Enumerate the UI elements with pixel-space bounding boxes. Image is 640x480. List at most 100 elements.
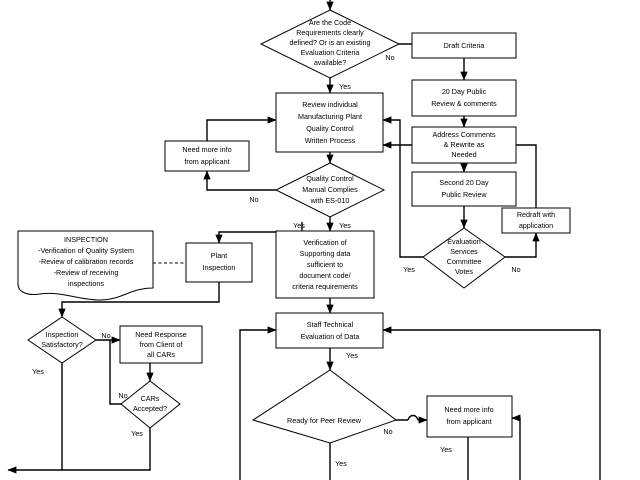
node-review-process-line-3: Written Process [305, 136, 356, 145]
node-code-req-line-4: available? [314, 58, 346, 67]
edge-qc-no [203, 170, 276, 191]
node-need-response-line-0: Need Response [135, 330, 187, 339]
node-redraft-line-1: application [519, 221, 553, 230]
node-review-process-line-1: Manufacturing Plant [298, 112, 362, 121]
node-need-info-top[interactable]: Need more info from applicant [164, 140, 250, 172]
node-review-process-line-0: Review individual [302, 100, 358, 109]
node-draft-criteria[interactable]: Draft Criteria [411, 32, 517, 59]
node-address-comments-line-2: Needed [451, 150, 476, 159]
node-code-req-line-2: defined? Or is an existing [289, 38, 370, 47]
node-inspection-doc[interactable]: INSPECTION -Verification of Quality Syst… [17, 230, 154, 301]
node-redraft[interactable]: Redraft with application [501, 207, 571, 234]
node-need-info-bottom-line-1: from applicant [446, 417, 491, 426]
node-insp-satisfactory[interactable]: Inspection Satisfactory? [27, 316, 97, 364]
node-second-20day-line-0: Second 20 Day [439, 178, 489, 187]
connectors [7, 0, 601, 480]
node-staff-technical-line-1: Evaluation of Data [301, 332, 360, 341]
node-cars-accepted[interactable]: CARs Accepted? [120, 380, 181, 429]
edge-left-loop-to-staff [239, 326, 277, 480]
node-verification-line-2: sufficient to [307, 260, 343, 269]
node-inspection-doc-line-4: inspections [68, 279, 104, 288]
label-cars-yes: Yes [131, 429, 143, 438]
node-second-20day[interactable]: Second 20 Day Public Review [411, 171, 517, 207]
node-need-response-line-2: all CARs [147, 350, 175, 359]
edge-right-loop-to-needinfo-bot [511, 414, 521, 480]
node-peer-review[interactable]: Ready for Peer Review [251, 369, 398, 444]
node-esc-votes[interactable]: Evaluation Services Committee Votes [422, 227, 506, 289]
node-public-20day-line-0: 20 Day Public [442, 87, 487, 96]
label-insp-satis-yes: Yes [32, 367, 44, 376]
node-qc-manual-line-1: Manual Complies [302, 185, 358, 194]
node-verification-line-4: criteria requirements [292, 282, 358, 291]
node-address-comments-line-1: & Rewrite as [444, 140, 485, 149]
edge-plant-to-insp-satis [58, 282, 220, 318]
node-code-req-line-1: Requirements clearly [296, 28, 364, 37]
node-code-req-line-0: Are the Code [309, 18, 351, 27]
node-esc-votes-line-1: Services [450, 247, 478, 256]
node-public-20day-line-1: Review & comments [431, 99, 497, 108]
label-need-info-bot-yes: Yes [440, 445, 452, 454]
label-code-req-no: No [385, 53, 394, 62]
node-draft-criteria-line-0: Draft Criteria [444, 41, 485, 50]
node-need-response[interactable]: Need Response from Client of all CARs [119, 325, 203, 364]
node-staff-technical-line-0: Staff Technical [307, 320, 354, 329]
label-insp-satis-no: No [101, 331, 110, 340]
edge-cars-no [109, 340, 121, 405]
node-qc-manual-line-2: with ES-010 [310, 196, 350, 205]
node-need-response-line-1: from Client of [140, 340, 183, 349]
node-address-comments-line-0: Address Comments [432, 130, 496, 139]
label-staff-yes: Yes [346, 351, 358, 360]
label-qc-yes-right: Yes [339, 221, 351, 230]
node-inspection-doc-line-2: -Review of calibration records [39, 257, 134, 266]
node-plant-inspection[interactable]: Plant Inspection [185, 242, 253, 283]
node-qc-manual-line-0: Quality Control [306, 174, 354, 183]
node-review-process-line-2: Quality Control [306, 124, 354, 133]
node-inspection-doc-line-1: -Verification of Quality System [38, 246, 134, 255]
label-cars-no: No [118, 391, 127, 400]
node-code-req[interactable]: Are the Code Requirements clearly define… [259, 9, 401, 79]
node-esc-votes-line-2: Committee [447, 257, 482, 266]
node-plant-inspection-line-1: Inspection [203, 263, 236, 272]
node-qc-manual[interactable]: Quality Control Manual Complies with ES-… [274, 162, 386, 218]
edge-qc-yes-to-plant [215, 222, 303, 244]
label-qc-no: No [249, 195, 258, 204]
label-peer-no: No [383, 427, 392, 436]
node-need-info-top-line-0: Need more info [182, 145, 231, 154]
label-peer-yes: Yes [335, 459, 347, 468]
node-esc-votes-line-0: Evaluation [447, 237, 481, 246]
node-esc-votes-line-3: Votes [455, 267, 473, 276]
node-address-comments[interactable]: Address Comments & Rewrite as Needed [411, 126, 517, 164]
node-verification-line-1: Supporting data [300, 249, 351, 258]
node-insp-satisfactory-line-1: Satisfactory? [41, 340, 83, 349]
edge-peer-no-hop [407, 414, 419, 421]
node-redraft-line-0: Redraft with [517, 210, 555, 219]
node-verification[interactable]: Verification of Supporting data sufficie… [275, 230, 375, 299]
node-second-20day-line-1: Public Review [441, 190, 487, 199]
node-inspection-doc-line-0: INSPECTION [64, 235, 108, 244]
node-need-info-bottom-line-0: Need more info [444, 405, 493, 414]
edge-cars-yes [7, 428, 151, 474]
node-insp-satisfactory-line-0: Inspection [46, 330, 79, 339]
node-public-20day[interactable]: 20 Day Public Review & comments [411, 79, 517, 117]
node-need-info-top-line-1: from applicant [184, 157, 229, 166]
node-need-info-bottom[interactable]: Need more info from applicant [426, 395, 513, 438]
label-qc-yes-left: Yes [293, 221, 305, 230]
node-staff-technical[interactable]: Staff Technical Evaluation of Data [275, 312, 384, 349]
edge-esc-yes-to-review [382, 116, 423, 258]
node-verification-line-0: Verification of [303, 238, 346, 247]
edge-needinfo-to-review [206, 116, 277, 141]
label-esc-yes: Yes [403, 265, 415, 274]
edge-esc-no-to-redraft [505, 232, 540, 258]
label-code-req-yes: Yes [339, 82, 351, 91]
node-verification-line-3: document code/ [299, 271, 350, 280]
node-plant-inspection-line-0: Plant [211, 251, 227, 260]
node-peer-review-line-0: Ready for Peer Review [287, 416, 362, 425]
edge-labels: No Yes No Yes Yes Yes No No Yes No Yes Y… [32, 53, 520, 468]
node-cars-accepted-line-1: Accepted? [133, 404, 167, 413]
label-esc-no: No [511, 265, 520, 274]
node-inspection-doc-line-3: -Review of receiving [54, 268, 119, 277]
node-cars-accepted-line-0: CARs [141, 394, 160, 403]
node-review-process[interactable]: Review individual Manufacturing Plant Qu… [275, 92, 384, 153]
